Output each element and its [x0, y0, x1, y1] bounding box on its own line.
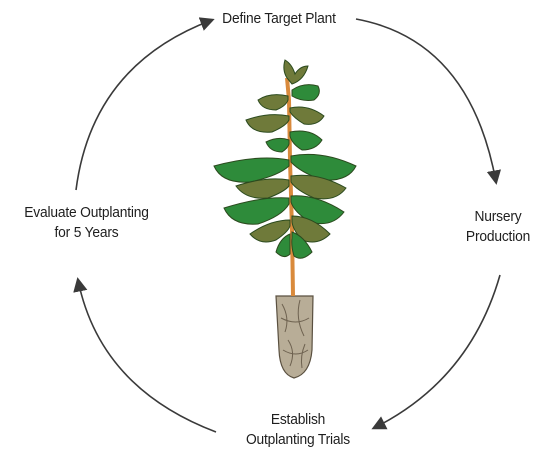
step-label-line: Define Target Plant	[222, 10, 336, 27]
step-label-line: Evaluate Outplanting	[24, 204, 149, 221]
arrow-evaluate-to-define	[75, 17, 215, 191]
arrow-define-to-nursery	[355, 18, 502, 185]
step-label-line: for 5 Years	[54, 224, 119, 241]
step-label-line: Production	[465, 228, 531, 245]
step-define-target-plant: Define Target Plant	[211, 9, 347, 29]
arrow-nursery-to-establish	[371, 274, 501, 430]
arrow-establish-to-evaluate	[73, 277, 217, 433]
step-establish-outplanting-trials: Establish Outplanting Trials	[234, 410, 363, 450]
step-evaluate-outplanting: Evaluate Outplanting for 5 Years	[11, 203, 163, 243]
step-nursery-production: Nursery Production	[452, 207, 540, 247]
root-plug	[275, 295, 314, 379]
step-label-line: Establish	[270, 411, 326, 428]
step-label-line: Nursery	[474, 208, 522, 225]
stem	[285, 77, 295, 297]
seedling-illustration	[213, 59, 357, 379]
step-label-line: Outplanting Trials	[245, 431, 351, 448]
leaves	[213, 59, 357, 259]
